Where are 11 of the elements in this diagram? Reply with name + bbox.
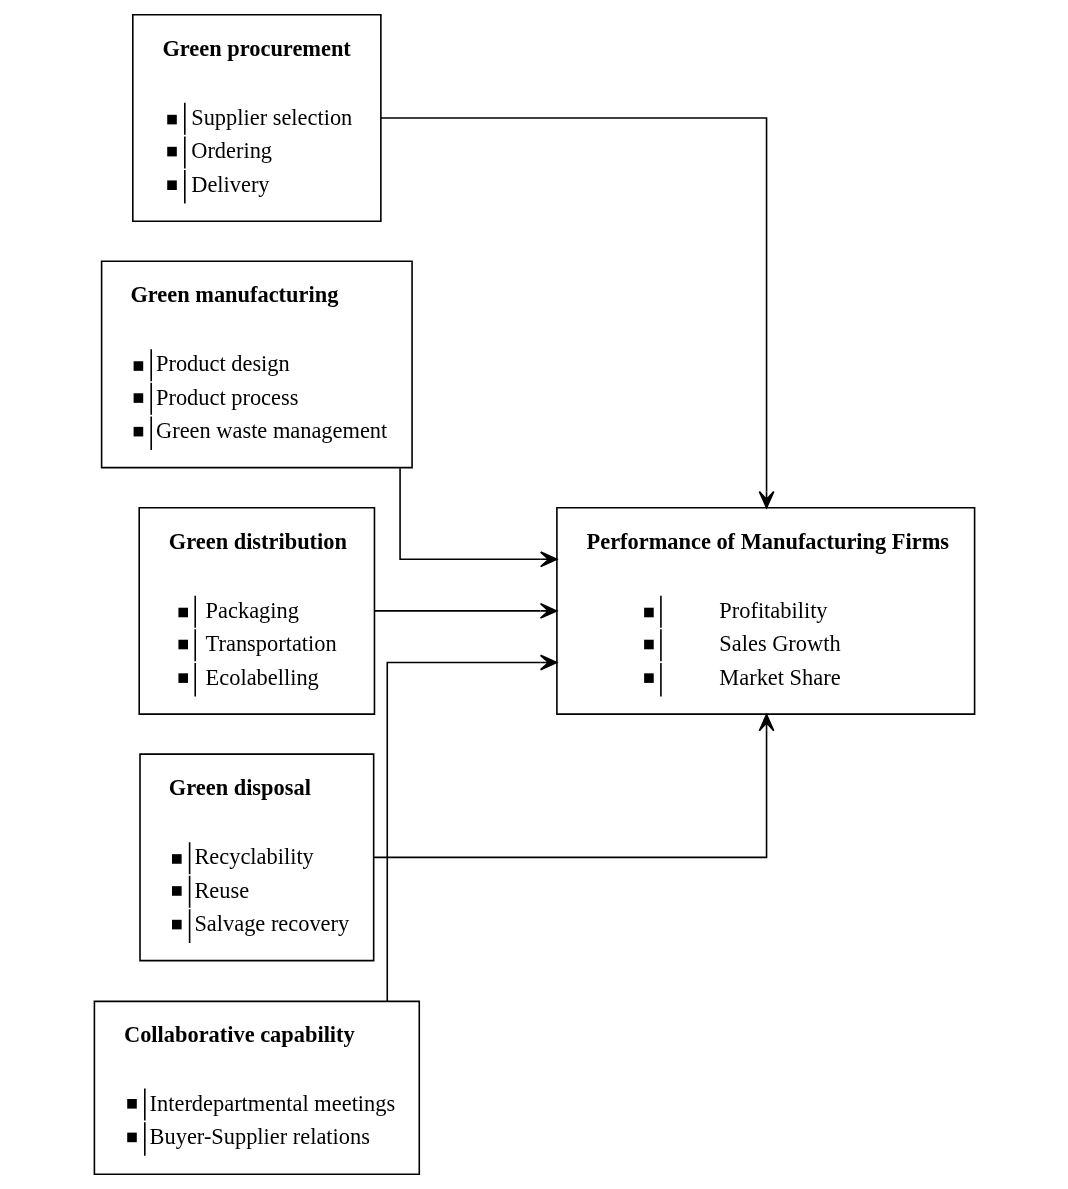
node-box: Green distribution Packaging Transportation Ecolabelling <box>137 506 375 715</box>
node-box: Green disposal Recyclability Reuse Salvage recovery <box>138 753 374 962</box>
node-box: Performance of Manufacturing Firms Profitability Sales Growth Market Share <box>555 506 975 715</box>
arrow <box>398 467 558 568</box>
arrow <box>379 117 775 509</box>
node-box: Collaborative capability Interdepartmental meetings Buyer-Supplier relations <box>93 1000 420 1176</box>
node-box: Green manufacturing Product design Product process Green waste management <box>100 260 413 469</box>
arrow <box>373 602 557 619</box>
arrow <box>372 713 775 859</box>
node-box: Green procurement Supplier selection Ordering Delivery <box>131 13 382 222</box>
arrow <box>385 654 557 1003</box>
